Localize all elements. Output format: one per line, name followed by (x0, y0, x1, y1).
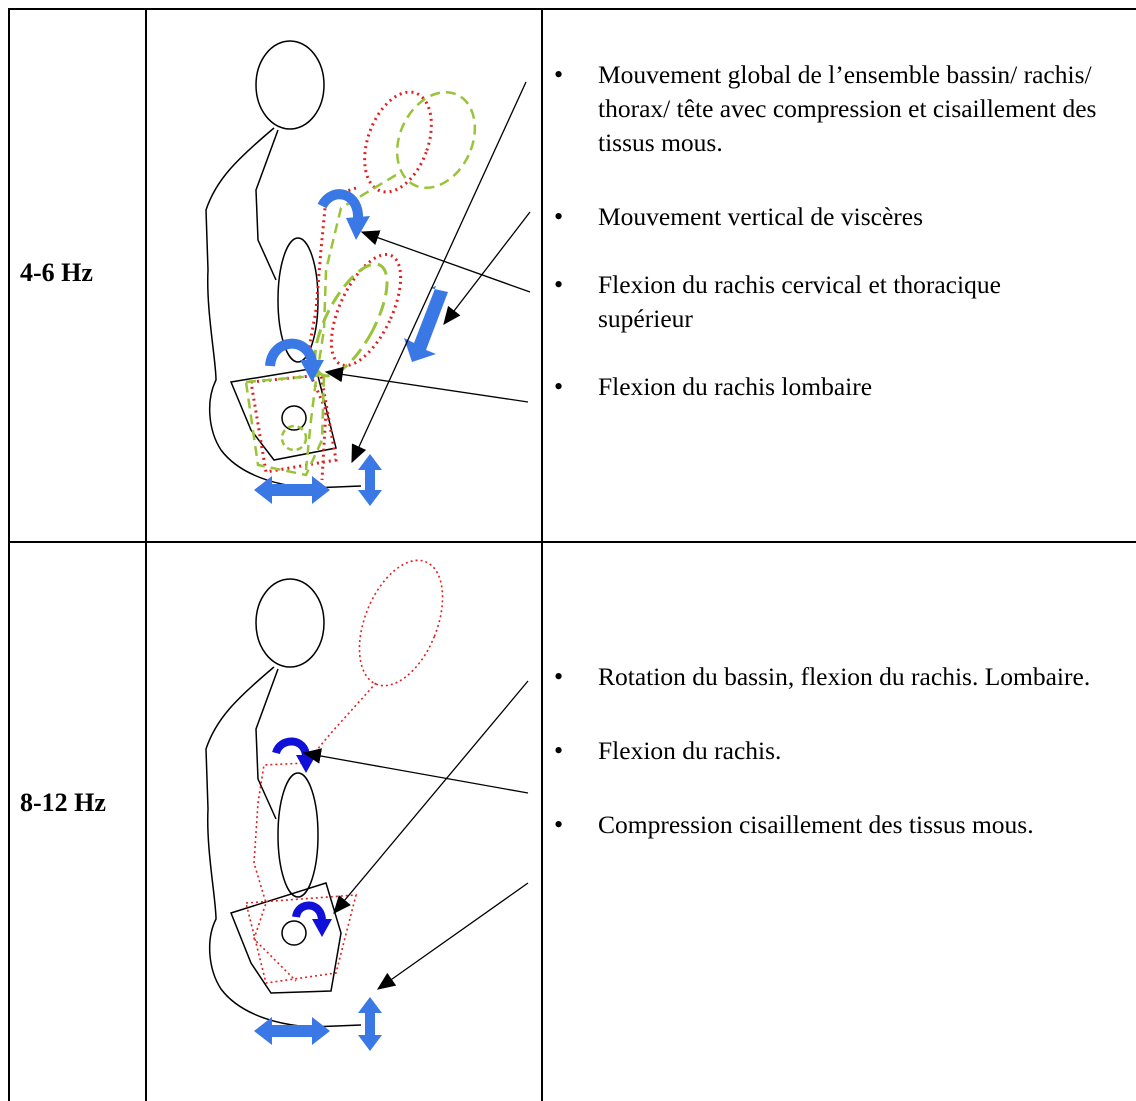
arm-outline (205, 127, 362, 489)
frequency-label-row-2: 8-12 Hz (20, 788, 106, 817)
pelvis-displaced-red (249, 373, 338, 474)
pointer-line-2 (443, 211, 531, 326)
pointer-line-1 (351, 81, 527, 464)
rotation-arrow-neck (272, 737, 310, 758)
rotation-arrow-neck (317, 189, 364, 221)
table-column-divider-1 (145, 8, 147, 1101)
rotation-arrow-pelvis (292, 901, 326, 922)
pelvis-outline (229, 367, 337, 461)
rotation-arrow-lumbar (265, 338, 317, 367)
head-displaced-green (395, 90, 477, 190)
table-border-middle (8, 541, 1136, 543)
oscillation-arrow-vertical (358, 997, 382, 1051)
bullet-item: Flexion du rachis lombaire (538, 370, 1098, 404)
rotation-arrow-pelvis-head (312, 919, 332, 937)
bullet-item: Flexion du rachis. (538, 734, 1098, 768)
arm-outline (205, 666, 362, 1028)
torso-outline (277, 772, 319, 898)
bullet-list-row-2: Rotation du bassin, flexion du rachis. L… (538, 660, 1098, 842)
hip-joint (281, 405, 307, 431)
oscillation-arrow-vertical (358, 454, 382, 506)
bullet-list-row-1: Mouvement global de l’ensemble bassin/ r… (538, 58, 1098, 404)
pointer-line-3 (376, 882, 529, 990)
pointer-line-4 (324, 366, 529, 403)
pointer-line-2 (302, 748, 529, 794)
head-outline (255, 40, 325, 130)
rotation-arrow-neck-head (346, 216, 370, 240)
pelvis-displaced-red (244, 894, 358, 984)
bullet-item: Compression cisaillement des tissus mous… (538, 808, 1098, 842)
spine-displaced-red (253, 682, 377, 982)
frequency-label-row-1: 4-6 Hz (20, 258, 93, 287)
bullet-item: Mouvement vertical de viscères (538, 200, 1098, 234)
rotation-arrow-lumbar-head (300, 360, 324, 382)
bullet-item: Flexion du rachis cervical et thoracique… (538, 268, 1098, 336)
bullet-item: Mouvement global de l’ensemble bassin/ r… (538, 58, 1098, 160)
pointer-line-3 (360, 230, 531, 293)
head-displaced-red (363, 90, 433, 194)
pelvis-outline (230, 882, 342, 994)
table-border-left (8, 8, 10, 1101)
oscillation-arrow-horizontal (254, 1017, 330, 1045)
pointer-line-1 (333, 680, 529, 914)
posture-diagram-row-2 (205, 559, 529, 1051)
rotation-arrow-neck-head (296, 755, 316, 773)
table-border-top (8, 8, 1136, 10)
head-outline (255, 578, 325, 668)
oscillation-arrow-diagonal (404, 286, 448, 362)
oscillation-arrow-horizontal (254, 476, 330, 504)
spine-displaced-green (304, 173, 397, 471)
hip-joint (281, 920, 307, 946)
posture-diagram-row-1 (205, 40, 531, 506)
bullet-item: Rotation du bassin, flexion du rachis. L… (538, 660, 1098, 694)
hip-joint-displaced-green (280, 424, 308, 452)
torso-displaced-green (313, 262, 389, 378)
back-outline (255, 668, 279, 820)
table-column-divider-2 (541, 8, 543, 1101)
head-displaced-red (358, 559, 444, 687)
torso-displaced-red (329, 253, 403, 367)
back-outline (255, 129, 279, 281)
